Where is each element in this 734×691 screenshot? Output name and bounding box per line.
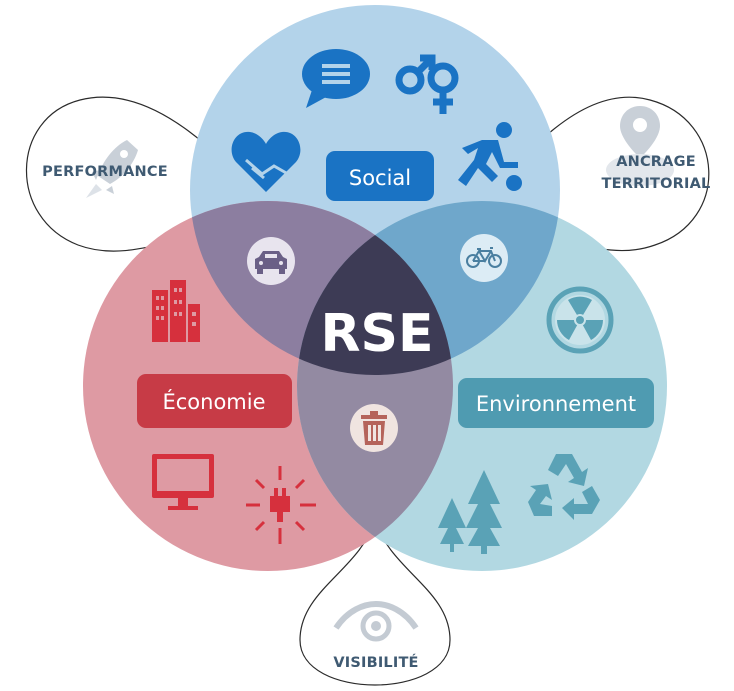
- economie-label: Économie: [162, 389, 265, 414]
- monitor-icon: [152, 454, 214, 510]
- social-label: Social: [349, 166, 411, 190]
- social-pill: Social: [326, 151, 434, 201]
- petal-label-visibilite: VISIBILITÉ: [333, 654, 418, 671]
- petal-label-territorial: TERRITORIAL: [602, 176, 711, 192]
- radiation-icon: [546, 286, 614, 354]
- heart-handshake-icon: [231, 131, 301, 192]
- economie-pill: Économie: [137, 374, 292, 428]
- trash-icon: [350, 404, 398, 452]
- trees-icon: [438, 470, 502, 554]
- environnement-label: Environnement: [476, 392, 636, 416]
- environnement-pill: Environnement: [458, 378, 654, 428]
- car-icon: [247, 237, 295, 285]
- center-region: [297, 201, 453, 375]
- map-pin-icon: [606, 106, 674, 186]
- eye-icon: [333, 600, 419, 642]
- speech-bubble-icon: [302, 49, 370, 108]
- runner-ball-icon: [458, 122, 522, 191]
- recycle-icon: [528, 454, 600, 520]
- buildings-icon: [152, 280, 200, 342]
- petal-label-performance: PERFORMANCE: [42, 164, 168, 180]
- bicycle-icon: [460, 234, 508, 282]
- rocket-icon: [86, 140, 138, 198]
- gender-symbols-icon: [395, 54, 459, 114]
- center-label: RSE: [320, 304, 433, 364]
- petal-label-ancrage: ANCRAGE: [616, 154, 696, 170]
- plug-icon: [246, 466, 316, 544]
